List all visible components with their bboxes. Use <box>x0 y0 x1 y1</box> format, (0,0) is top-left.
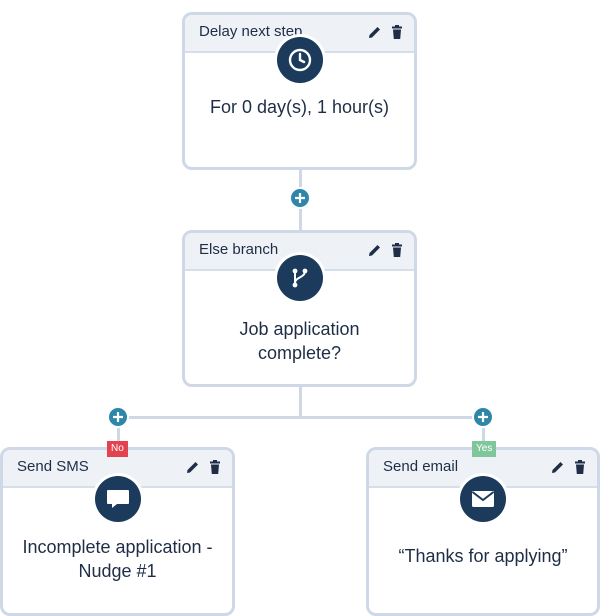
envelope-icon <box>460 476 506 522</box>
card-actions <box>551 460 587 474</box>
card-title: Send email <box>383 458 459 475</box>
connector-horizontal <box>118 416 484 419</box>
pencil-icon[interactable] <box>368 243 382 257</box>
pencil-icon[interactable] <box>551 460 565 474</box>
branch-condition-line1: Job application <box>239 319 360 339</box>
branch-condition: Job application complete? <box>195 317 404 365</box>
connector-left-down <box>117 416 120 450</box>
chat-bubble-icon <box>94 476 141 522</box>
yes-branch-tag: Yes <box>472 441 497 457</box>
send-email-card[interactable]: Send email “Thanks for applying” <box>366 447 600 616</box>
trash-icon[interactable] <box>390 25 404 39</box>
sms-message-line1: Incomplete application - <box>22 537 213 557</box>
email-subject: “Thanks for applying” <box>398 546 568 566</box>
pencil-icon[interactable] <box>368 25 382 39</box>
trash-icon[interactable] <box>573 460 587 474</box>
branch-icon <box>276 255 323 301</box>
pencil-icon[interactable] <box>186 460 200 474</box>
connector-branch-down <box>299 385 302 419</box>
sms-message: Incomplete application - Nudge #1 <box>13 535 222 583</box>
send-sms-card[interactable]: Send SMS Incomplete application - Nudge … <box>0 447 235 616</box>
trash-icon[interactable] <box>208 460 222 474</box>
no-branch-tag: No <box>107 441 128 457</box>
clock-icon <box>276 37 323 83</box>
card-title: Else branch <box>199 241 279 258</box>
card-actions <box>368 25 404 39</box>
add-step-button[interactable] <box>289 187 311 209</box>
else-branch-card[interactable]: Else branch Job application complete? <box>182 230 417 387</box>
card-actions <box>186 460 222 474</box>
add-step-no-branch-button[interactable] <box>107 406 129 428</box>
card-title: Send SMS <box>17 458 89 475</box>
sms-message-line2: Nudge #1 <box>78 561 157 581</box>
connector-right-down <box>482 416 485 450</box>
card-title: Delay next step <box>199 23 303 40</box>
card-actions <box>368 243 404 257</box>
delay-step-card[interactable]: Delay next step For 0 day(s), 1 hour(s) <box>182 12 417 170</box>
card-header: Delay next step <box>185 15 414 53</box>
add-step-yes-branch-button[interactable] <box>472 406 494 428</box>
trash-icon[interactable] <box>390 243 404 257</box>
delay-description: For 0 day(s), 1 hour(s) <box>209 97 390 117</box>
branch-condition-line2: complete? <box>257 343 342 363</box>
